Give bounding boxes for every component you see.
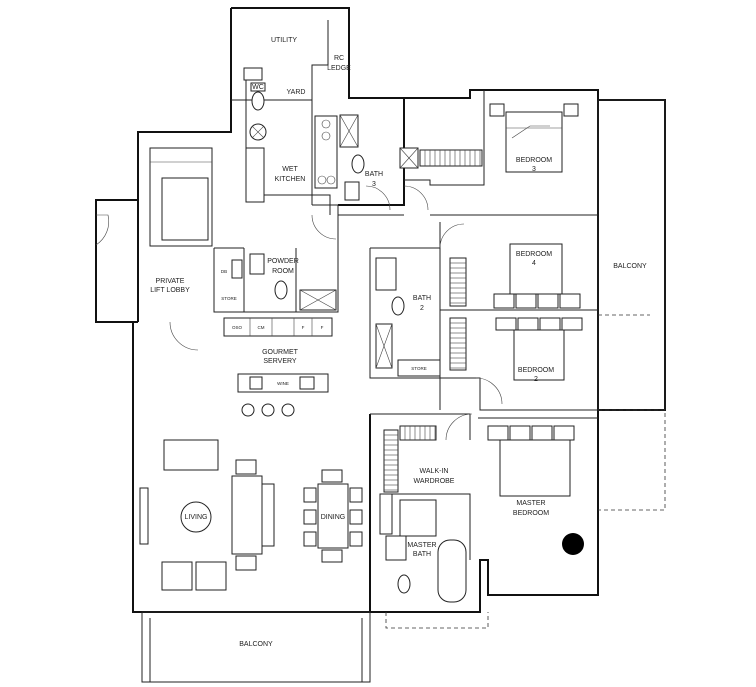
label-store-bath2: STORE — [411, 366, 426, 371]
label-wet-kitchen-2: KITCHEN — [275, 176, 306, 183]
label-gourmet-servery-1: GOURMET — [262, 349, 299, 356]
label-bedroom4-2: 4 — [532, 260, 536, 267]
label-bath3-2: 3 — [372, 181, 376, 188]
label-master-bedroom-1: MASTER — [516, 500, 545, 507]
label-balcony-right: BALCONY — [613, 263, 647, 270]
label-dining: DINING — [321, 514, 346, 521]
label-wine: WINE — [277, 381, 289, 386]
label-wc: WC — [252, 84, 264, 91]
label-powder-room-2: ROOM — [272, 268, 294, 275]
label-walk-in-1: WALK-IN — [420, 468, 449, 475]
label-wet-kitchen-1: WET — [282, 166, 298, 173]
wardrobe-hatch — [383, 149, 483, 493]
label-rc-ledge-1: RC — [334, 55, 344, 62]
label-bath3-1: BATH — [365, 171, 383, 178]
servery-fixtures — [223, 253, 337, 417]
label-living: LIVING — [185, 514, 208, 521]
label-balcony-bottom: BALCONY — [239, 641, 273, 648]
label-utility: UTILITY — [271, 37, 297, 44]
label-bedroom3-1: BEDROOM — [516, 157, 552, 164]
room-labels: UTILITY WC RC LEDGE YARD WET KITCHEN BAT… — [150, 37, 647, 648]
label-master-bath-2: BATH — [413, 551, 431, 558]
label-walk-in-2: WARDROBE — [414, 478, 455, 485]
label-master-bath-1: MASTER — [407, 542, 436, 549]
bath2-fixtures — [375, 257, 441, 377]
label-store-small: STORE — [221, 296, 236, 301]
living-dining-furniture — [139, 439, 363, 591]
label-counter-cm: CM — [258, 325, 265, 330]
label-db: DB — [221, 269, 227, 274]
label-private-lift-lobby-2: LIFT LOBBY — [150, 287, 190, 294]
label-bedroom2-1: BEDROOM — [518, 367, 554, 374]
label-bedroom4-1: BEDROOM — [516, 251, 552, 258]
label-gourmet-servery-2: SERVERY — [263, 358, 297, 365]
master-bath-fixtures — [379, 493, 489, 629]
label-powder-room-1: POWDER — [267, 258, 299, 265]
label-rc-ledge-2: LEDGE — [327, 65, 351, 72]
beds — [487, 103, 584, 555]
label-bath2-2: 2 — [420, 305, 424, 312]
bath3-fixtures — [339, 114, 419, 201]
balcony-bottom — [141, 611, 371, 683]
label-yard: YARD — [287, 89, 306, 96]
label-bedroom2-2: 2 — [534, 376, 538, 383]
lift — [95, 147, 213, 247]
label-bath2-1: BATH — [413, 295, 431, 302]
kitchen-fixtures — [243, 67, 338, 203]
balcony-right — [597, 99, 666, 511]
label-counter-f1: F — [302, 325, 305, 330]
label-counter-f2: F — [321, 325, 324, 330]
label-counter-oso: OSO — [232, 325, 243, 330]
doors — [169, 185, 503, 441]
column-marker — [562, 533, 584, 555]
label-private-lift-lobby-1: PRIVATE — [156, 278, 185, 285]
interior-walls — [213, 20, 598, 560]
label-master-bedroom-2: BEDROOM — [513, 510, 549, 517]
label-bedroom3-2: 3 — [532, 166, 536, 173]
